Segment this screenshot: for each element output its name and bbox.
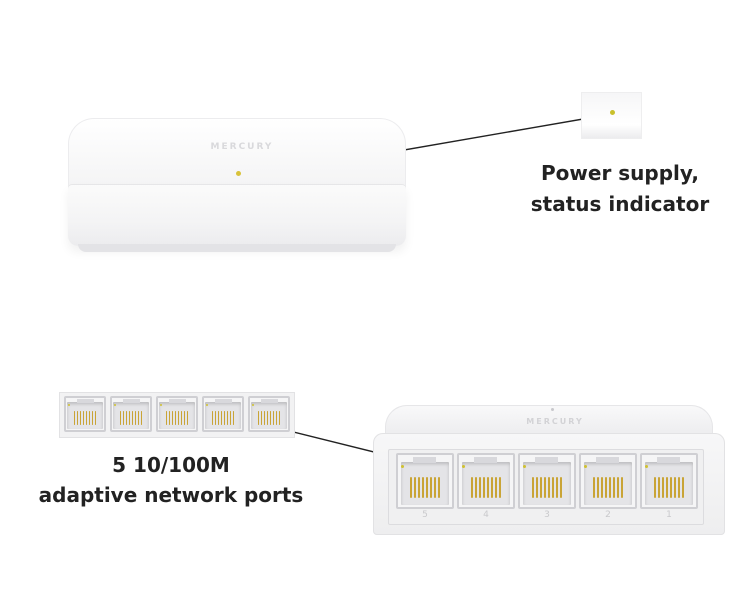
ethernet-port — [579, 453, 637, 509]
ethernet-port — [64, 396, 106, 432]
port-led-icon — [252, 404, 254, 406]
brand-logo: MERCURY — [210, 142, 274, 152]
port-led-icon — [401, 465, 404, 468]
switch-base — [78, 244, 396, 252]
port-socket — [401, 462, 449, 505]
ports-callout-line-2: adaptive network ports — [38, 483, 304, 507]
port-pins-icon — [471, 477, 501, 498]
status-led-icon — [236, 171, 241, 176]
port-led-icon — [114, 404, 116, 406]
port-pins-icon — [74, 411, 96, 425]
port-latch-slot — [123, 399, 140, 403]
ethernet-port — [396, 453, 454, 509]
port-socket — [113, 402, 149, 429]
switch-front-top: MERCURY — [385, 405, 713, 437]
port-number-label: 5 — [422, 510, 428, 520]
port-socket — [645, 462, 693, 505]
port-pins-icon — [212, 411, 234, 425]
switch-lid: MERCURY — [68, 118, 406, 192]
ports-zoom-inset — [60, 393, 294, 437]
port-pins-icon — [258, 411, 280, 425]
port-socket — [251, 402, 287, 429]
port-latch-slot — [474, 457, 497, 463]
port-pins-icon — [593, 477, 623, 498]
port-led-icon — [206, 404, 208, 406]
port-latch-slot — [657, 457, 680, 463]
front-top-led-icon — [551, 408, 554, 411]
ethernet-port — [110, 396, 152, 432]
port-led-icon — [523, 465, 526, 468]
port-socket — [67, 402, 103, 429]
ethernet-port — [640, 453, 698, 509]
port-pins-icon — [532, 477, 562, 498]
switch-front-view: MERCURY 5 4 3 2 1 — [373, 405, 725, 535]
port-latch-slot — [261, 399, 278, 403]
port-pins-icon — [166, 411, 188, 425]
port-led-icon — [160, 404, 162, 406]
port-led-icon — [462, 465, 465, 468]
ethernet-port — [518, 453, 576, 509]
switch-side — [68, 184, 406, 246]
port-led-icon — [584, 465, 587, 468]
port-socket — [523, 462, 571, 505]
port-number-label: 4 — [483, 510, 489, 520]
ethernet-port — [202, 396, 244, 432]
port-pins-icon — [410, 477, 440, 498]
ethernet-port — [156, 396, 198, 432]
port-led-icon — [645, 465, 648, 468]
port-socket — [584, 462, 632, 505]
port-latch-slot — [535, 457, 558, 463]
port-number-label: 3 — [544, 510, 550, 520]
switch-top-view: MERCURY — [68, 118, 406, 258]
power-led-icon — [610, 110, 615, 115]
power-callout-line-2: status indicator — [530, 192, 710, 216]
port-latch-slot — [169, 399, 186, 403]
power-callout-label: Power supply, status indicator — [528, 158, 712, 220]
ports-callout-label: 5 10/100M adaptive network ports — [32, 450, 310, 510]
port-socket — [205, 402, 241, 429]
port-led-icon — [68, 404, 70, 406]
port-number-label: 1 — [666, 510, 672, 520]
ethernet-port — [457, 453, 515, 509]
port-socket — [462, 462, 510, 505]
port-latch-slot — [413, 457, 436, 463]
port-latch-slot — [77, 399, 94, 403]
port-number-label: 2 — [605, 510, 611, 520]
port-latch-slot — [596, 457, 619, 463]
port-pins-icon — [654, 477, 684, 498]
ports-callout-line-1: 5 10/100M — [112, 453, 230, 477]
power-callout-line-1: Power supply, — [541, 161, 699, 185]
ethernet-port-panel: 5 4 3 2 1 — [388, 449, 704, 525]
port-socket — [159, 402, 195, 429]
power-led-zoom-inset — [582, 93, 641, 138]
brand-logo-front: MERCURY — [526, 417, 584, 426]
ethernet-port — [248, 396, 290, 432]
port-pins-icon — [120, 411, 142, 425]
port-latch-slot — [215, 399, 232, 403]
